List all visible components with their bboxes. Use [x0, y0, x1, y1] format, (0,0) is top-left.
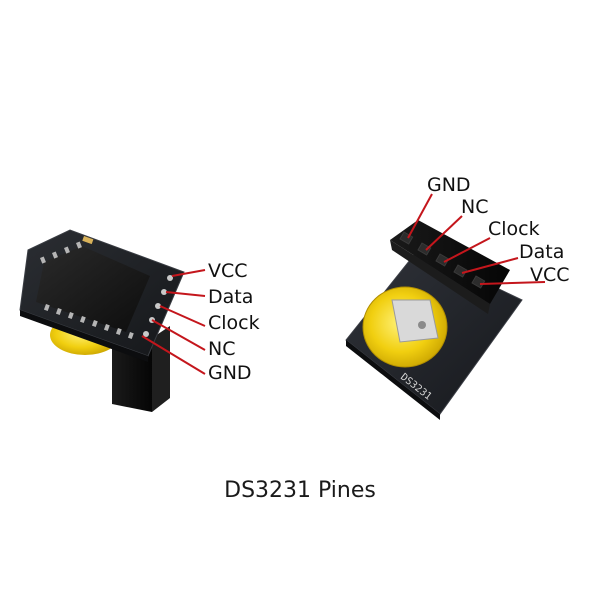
left-pin-label-clock: Clock — [208, 312, 260, 334]
left-pin-pointers — [141, 269, 206, 375]
left-pin-label-nc: NC — [208, 338, 236, 360]
right-pin-label-nc: NC — [461, 196, 489, 218]
right-pin-label-clock: Clock — [488, 218, 540, 240]
right-pin-label-vcc: VCC — [530, 264, 570, 286]
figure-caption: DS3231 Pines — [224, 478, 376, 503]
right-pin-pointers — [407, 193, 546, 285]
ds3231-chip — [36, 246, 150, 332]
left-pin-label-vcc: VCC — [208, 260, 248, 282]
left-pin-label-data: Data — [208, 286, 254, 308]
right-pin-label-data: Data — [519, 241, 565, 263]
left-module — [19, 229, 185, 412]
right-module: DS3231 — [345, 220, 523, 420]
battery-clip — [391, 299, 439, 343]
right-pin-label-gnd: GND — [427, 174, 471, 196]
left-pin-label-gnd: GND — [208, 362, 252, 384]
